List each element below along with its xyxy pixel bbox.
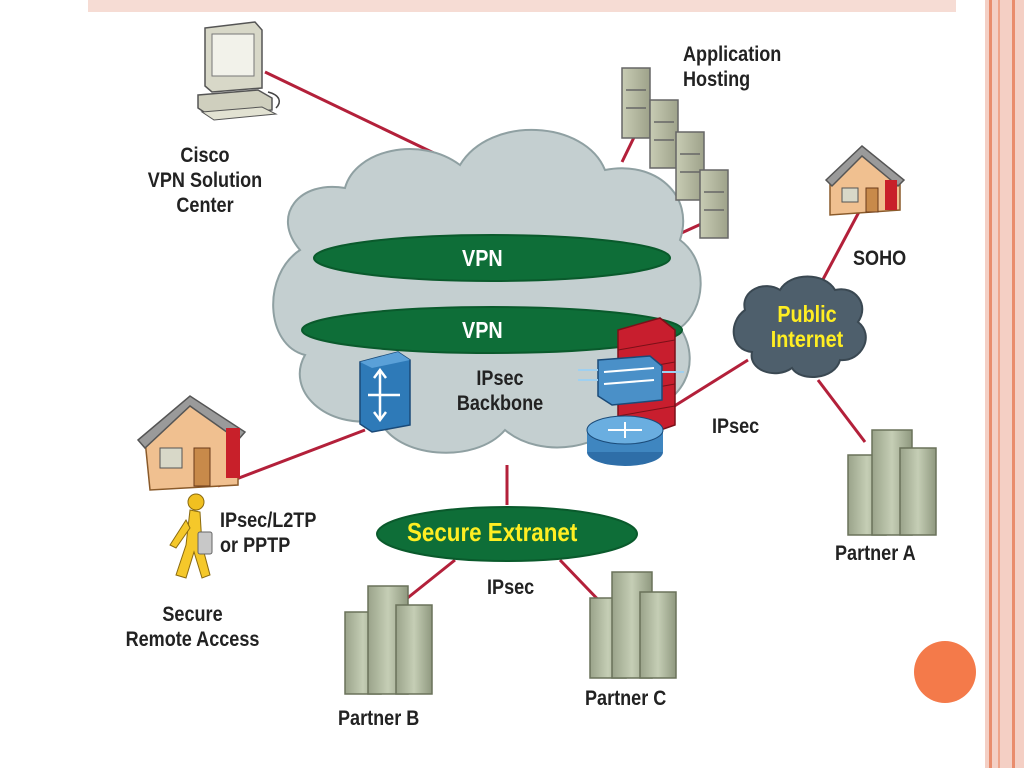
computer-icon <box>197 21 281 121</box>
label-public-internet: Public Internet <box>770 301 844 352</box>
router-icon <box>586 415 664 466</box>
label-vpn-solution-center: Cisco VPN Solution Center <box>147 144 263 217</box>
label-secure-remote-access: Secure Remote Access <box>125 603 260 651</box>
label-application-hosting: Application Hosting <box>683 43 782 91</box>
link-internet-router <box>667 358 749 412</box>
label-soho: SOHO <box>853 247 907 270</box>
title-band <box>88 0 956 12</box>
secure-extranet-ellipse <box>376 506 638 562</box>
decorative-dot <box>914 641 976 703</box>
soho-house-icon <box>824 145 906 216</box>
remote-house-icon <box>136 395 247 491</box>
link-soho <box>818 209 862 286</box>
vpn-tunnel-upper <box>313 234 671 282</box>
vpn-tunnel-lower <box>301 306 683 354</box>
slide-border <box>985 0 1024 768</box>
remote-user-icon <box>169 493 213 579</box>
label-secure-extranet: Secure Extranet <box>407 517 578 547</box>
building-partner-c-icon <box>589 571 677 679</box>
link-remote-access <box>217 428 366 488</box>
link-vpn-center <box>264 70 439 157</box>
building-partner-a-icon <box>847 429 937 536</box>
public-internet-cloud <box>732 275 867 379</box>
label-vpn-lower: VPN <box>462 317 503 343</box>
switch-icon <box>359 351 411 433</box>
label-partner-a: Partner A <box>835 542 916 565</box>
label-vpn-upper: VPN <box>462 245 503 271</box>
concentrator-icon <box>578 355 684 406</box>
label-ipsec-internet: IPsec <box>712 415 760 438</box>
label-partner-b: Partner B <box>338 707 420 730</box>
building-partner-b-icon <box>344 585 433 695</box>
label-ipsec-backbone: IPsec Backbone <box>456 367 544 415</box>
label-ipsec-extranet: IPsec <box>487 576 535 599</box>
link-partner-a <box>816 379 867 443</box>
server-stack-icon <box>621 67 729 239</box>
label-ipsec-l2tp-pptp: IPsec/L2TP or PPTP <box>220 509 317 557</box>
link-partner-b <box>404 558 456 602</box>
label-partner-c: Partner C <box>585 687 667 710</box>
